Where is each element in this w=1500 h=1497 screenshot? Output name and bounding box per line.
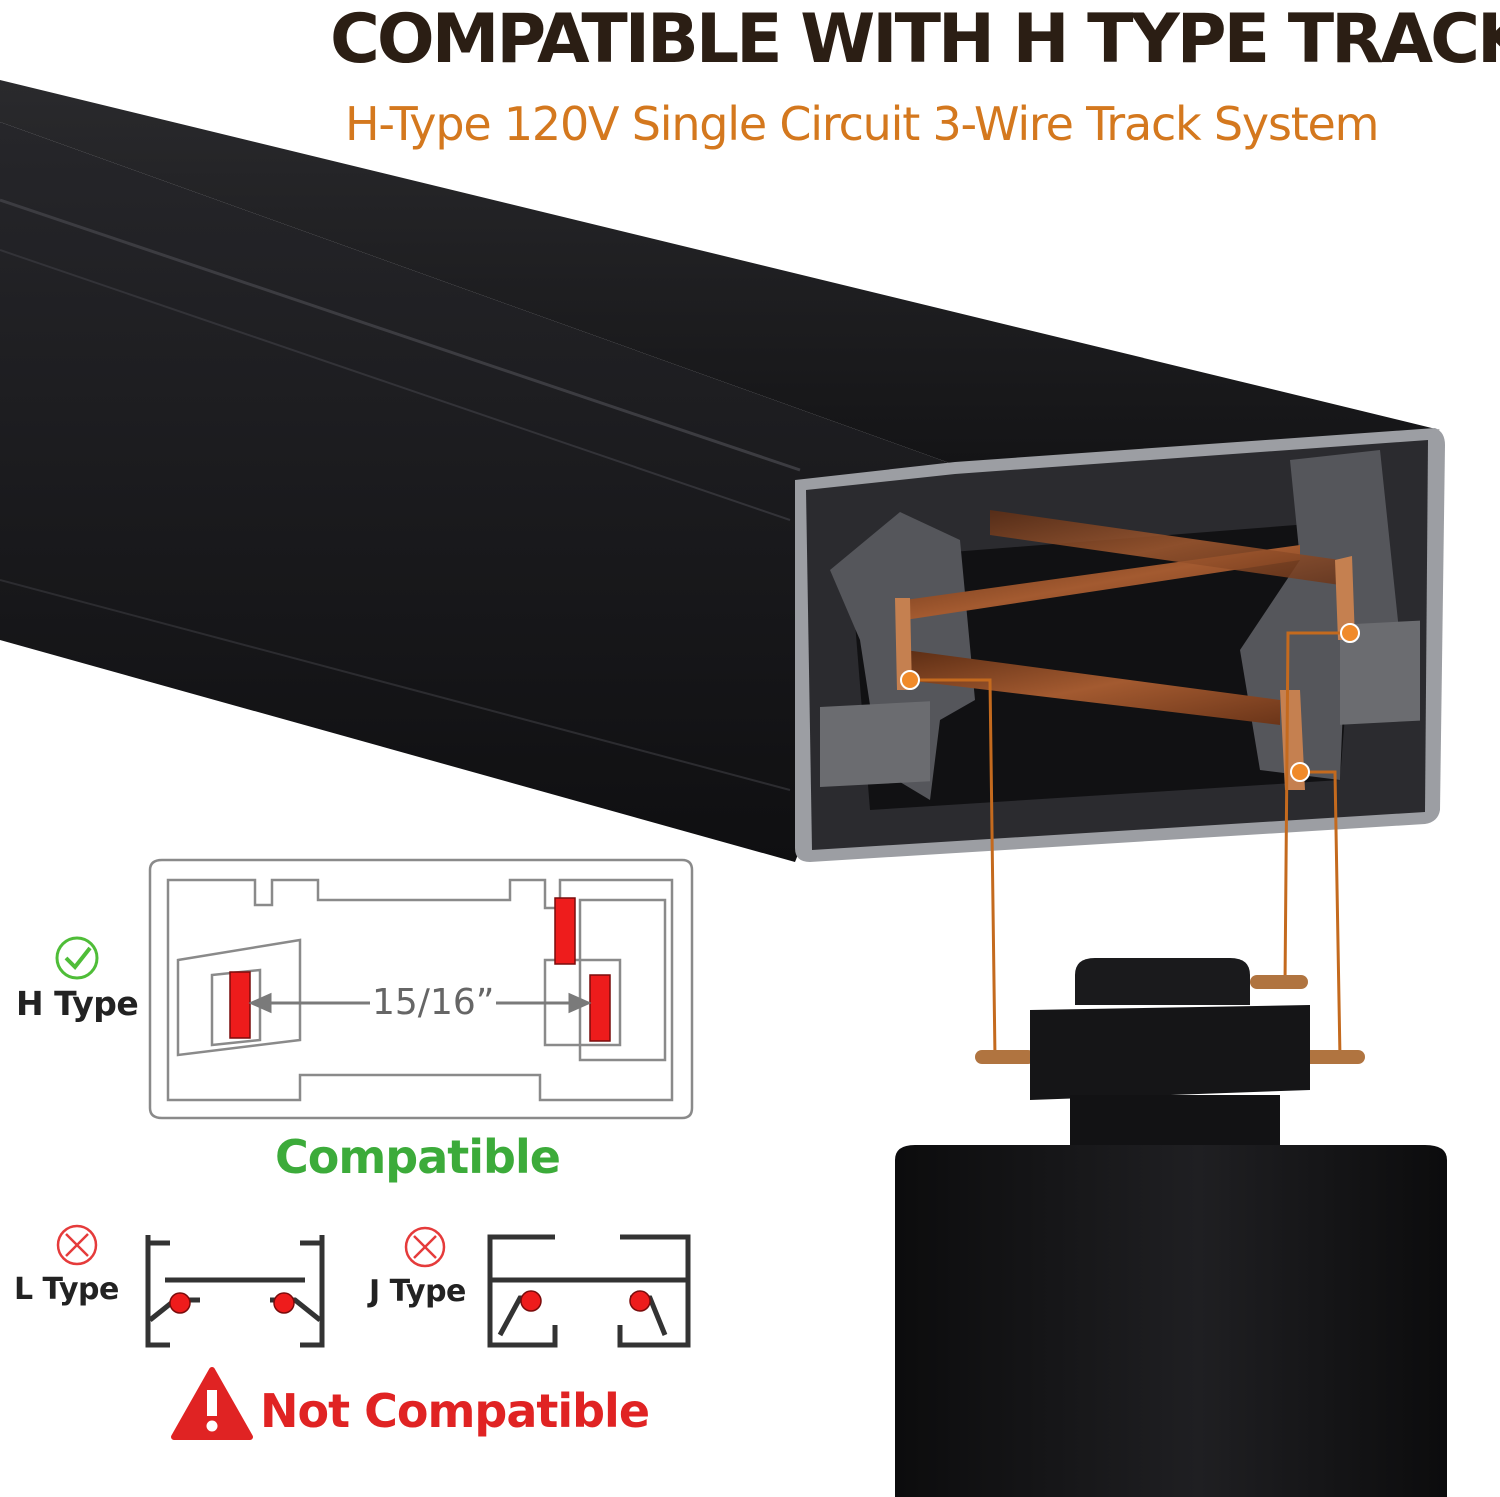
contact-lead-lines: [910, 631, 1350, 1059]
contact-bar: [554, 897, 576, 965]
track-rail: [0, 80, 1445, 862]
contact-dot: [520, 1290, 542, 1312]
check-circle-icon: [55, 936, 99, 980]
contact-dot: [273, 1292, 295, 1314]
warning-triangle-icon: [171, 1367, 253, 1440]
contact-tab: [975, 1050, 1035, 1064]
contact-point-markers: [900, 623, 1360, 782]
j-type-label: J Type: [369, 1274, 466, 1309]
page-subtitle: H-Type 120V Single Circuit 3-Wire Track …: [345, 97, 1379, 151]
compatible-label: Compatible: [275, 1130, 561, 1184]
contact-tab: [1250, 975, 1308, 989]
h-type-label: H Type: [16, 984, 139, 1023]
contact-dot: [169, 1292, 191, 1314]
contact-bar: [589, 974, 611, 1042]
h-type-profile-diagram: [148, 858, 694, 1120]
page-title: COMPATIBLE WITH H TYPE TRACK: [330, 0, 1500, 79]
contact-bar: [229, 971, 251, 1039]
contact-dot: [629, 1290, 651, 1312]
not-compatible-label: Not Compatible: [260, 1384, 650, 1438]
l-type-label: L Type: [14, 1272, 119, 1307]
j-type-profile-diagram: [487, 1234, 691, 1348]
h-type-contacts: [229, 897, 611, 1042]
x-circle-icon: [404, 1226, 446, 1268]
dimension-label: 15/16”: [370, 982, 497, 1023]
track-adapter: [895, 958, 1447, 1497]
l-type-profile-diagram: [145, 1235, 325, 1348]
contact-tab: [1300, 1050, 1365, 1064]
x-circle-icon: [56, 1224, 98, 1266]
